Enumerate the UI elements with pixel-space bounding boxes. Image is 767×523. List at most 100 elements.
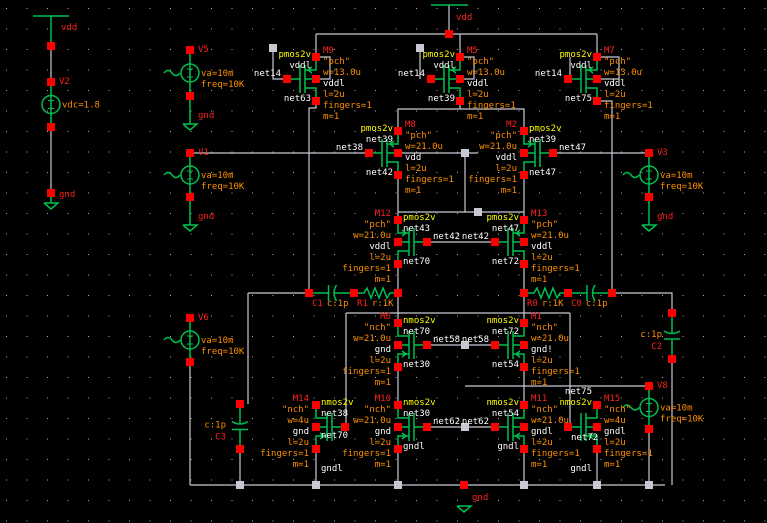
grid-dot [231, 90, 233, 91]
grid-dot [518, 192, 520, 194]
grid-dot [539, 397, 540, 399]
grid-dot [252, 192, 253, 194]
grid-dot [170, 28, 171, 30]
grid-dot [170, 254, 171, 255]
grid-dot [170, 69, 171, 71]
grid-dot [129, 438, 130, 440]
grid-dot [6, 459, 7, 460]
grid-dot [498, 438, 499, 440]
transistor-stroke [513, 323, 525, 337]
grid-dot [436, 356, 438, 358]
grid-dot [6, 172, 7, 173]
grid-dot [477, 49, 479, 50]
grid-dot [88, 233, 89, 235]
pin-terminal [47, 78, 55, 86]
grid-dot [375, 438, 376, 440]
pin-terminal [520, 363, 528, 371]
grid-dot [108, 356, 110, 358]
pin-terminal [520, 238, 528, 246]
source-param-label: va=10m [201, 171, 234, 181]
grid-dot [744, 336, 745, 337]
grid-dot [518, 213, 520, 214]
grid-dot [682, 254, 684, 255]
grid-dot [498, 500, 499, 501]
grid-dot [252, 233, 253, 235]
pin-terminal [564, 423, 572, 431]
grid-dot [26, 213, 28, 214]
grid-dot [108, 500, 110, 501]
grid-dot [6, 520, 7, 522]
grid-dot [354, 459, 356, 460]
grid-dot [88, 397, 89, 399]
grid-dot [682, 110, 684, 112]
pin-terminal [186, 92, 194, 100]
grid-dot [88, 90, 89, 91]
grid-dot [108, 28, 110, 30]
instance-name-label: M10 [375, 394, 391, 404]
grid-dot [457, 151, 458, 153]
grid-dot [416, 90, 417, 91]
grid-dot [375, 254, 376, 255]
wire-junction [269, 44, 277, 52]
grid-dot [539, 172, 540, 173]
pin-terminal [520, 216, 528, 224]
grid-dot [129, 172, 130, 173]
grid-dot [149, 192, 151, 194]
grid-dot [621, 479, 622, 481]
pin-terminal [47, 42, 55, 50]
grid-dot [375, 192, 376, 194]
grid-dot [416, 315, 417, 317]
grid-dot [498, 418, 499, 419]
grid-dot [190, 8, 192, 9]
grid-dot [211, 479, 212, 481]
grid-dot [518, 90, 520, 91]
pin-terminal [312, 445, 320, 453]
grid-dot [6, 151, 7, 153]
transistor-arrow-icon [450, 66, 457, 74]
grid-dot [621, 131, 622, 132]
grid-dot [354, 377, 356, 378]
grid-dot [149, 418, 151, 419]
grid-dot [764, 49, 766, 50]
grid-dot [518, 479, 520, 481]
grid-dot [539, 69, 540, 71]
grid-dot [108, 418, 110, 419]
grid-dot [354, 479, 356, 481]
grid-dot [190, 500, 192, 501]
grid-dot [6, 110, 7, 112]
grid-dot [47, 500, 48, 501]
source-circle-icon [41, 94, 61, 115]
grid-dot [539, 28, 540, 30]
ground-net-label: gnd [198, 212, 214, 222]
fingers-label: fingers=1 [531, 264, 580, 274]
grid-dot [621, 254, 622, 255]
grid-dot [67, 397, 69, 399]
pin-terminal [394, 216, 402, 224]
grid-dot [149, 295, 151, 296]
grid-dot [580, 377, 581, 378]
cell-name-label: pmos2v [529, 124, 562, 134]
grid-dot [293, 295, 294, 296]
grid-dot [764, 336, 766, 337]
grid-dot [621, 295, 622, 296]
grid-dot [211, 438, 212, 440]
pin-terminal [47, 189, 55, 197]
grid-dot [67, 459, 69, 460]
grid-dot [703, 356, 704, 358]
component-value-label: c:1p [640, 330, 662, 340]
grid-dot [231, 110, 233, 112]
grid-dot [764, 315, 766, 317]
grid-dot [272, 151, 274, 153]
wire-segment [316, 56, 331, 80]
grid-dot [211, 336, 212, 337]
grid-dot [6, 479, 7, 481]
grid-dot [354, 69, 356, 71]
grid-dot [170, 418, 171, 419]
grid-dot [252, 315, 253, 317]
grid-dot [436, 295, 438, 296]
vdd-pin-label: vdd [456, 13, 472, 23]
grid-dot [723, 131, 725, 132]
grid-dot [723, 90, 725, 91]
